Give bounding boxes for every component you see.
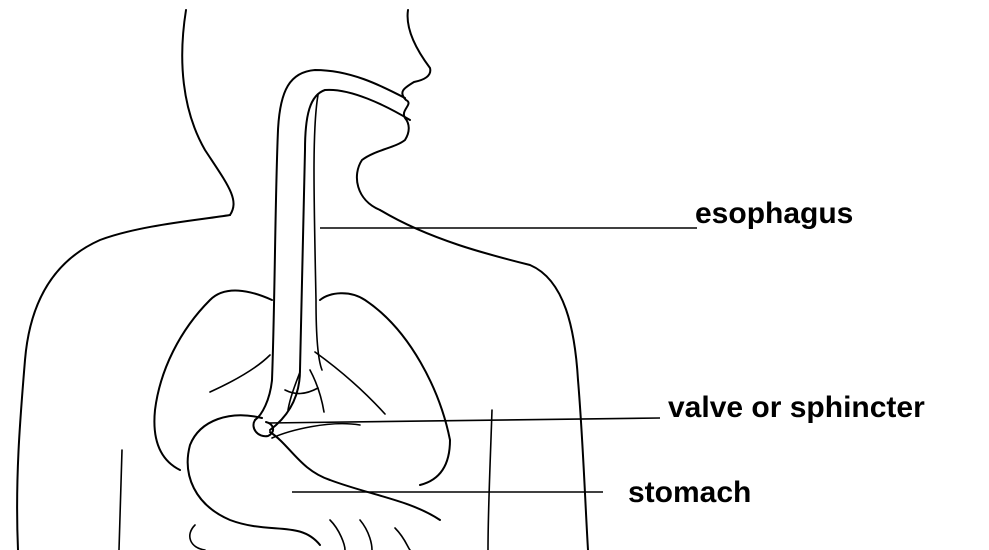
right-shoulder-outline: [380, 210, 588, 550]
trachea-line: [314, 95, 322, 370]
esophagus-drawing: [255, 70, 410, 430]
intestine-outline: [190, 520, 410, 550]
valve-leader-line: [268, 418, 660, 423]
left-shoulder-outline: [17, 215, 230, 550]
lungs: [154, 291, 450, 485]
stomach-outline: [188, 415, 320, 545]
stomach-label: stomach: [628, 476, 751, 509]
right-arm-inner-line: [488, 410, 492, 550]
left-lung-outline: [154, 291, 272, 470]
left-bronchus-line: [210, 355, 270, 392]
throat-inner-outline: [270, 90, 410, 430]
esophagus-label: esophagus: [695, 197, 853, 230]
stomach-lower-outline: [270, 432, 440, 520]
right-bronchus-line: [315, 352, 385, 414]
stomach-inner-curve: [272, 424, 360, 438]
right-lung-outline: [320, 293, 450, 485]
head-back-outline: [182, 10, 233, 215]
mouth-throat-outline: [255, 70, 405, 420]
bronchi-branch-3: [285, 388, 318, 394]
left-arm-inner-line: [119, 450, 122, 550]
valve-label: valve or sphincter: [668, 391, 925, 424]
stomach-drawing: [188, 415, 440, 550]
